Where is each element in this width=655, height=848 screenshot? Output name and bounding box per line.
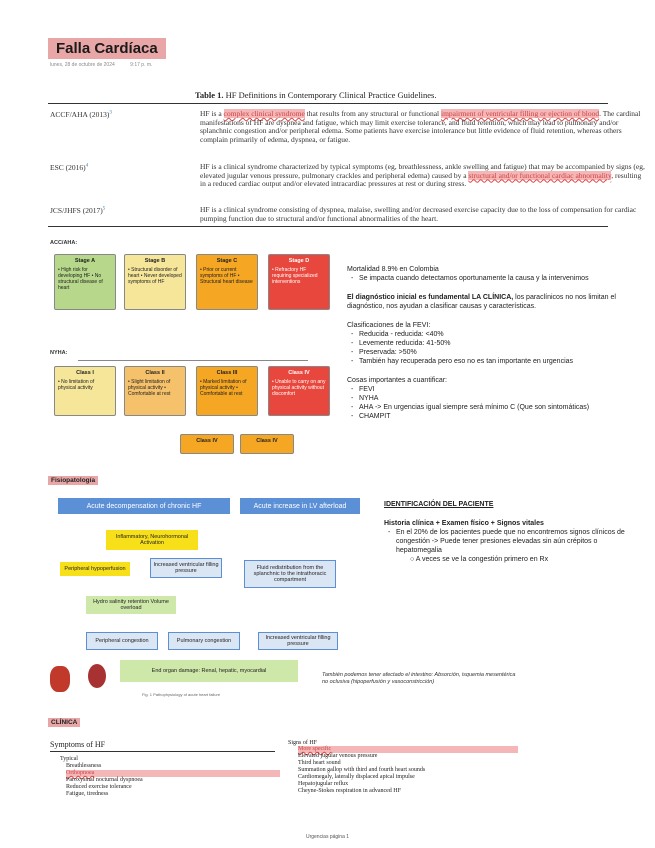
stage-d-box: Stage D• Refractory HF requiring special… xyxy=(268,254,330,310)
page-meta: lunes, 28 de octubre de 2024 9:17 p. m. xyxy=(50,62,166,68)
diag-text: El diagnóstico inicial es fundamental LA… xyxy=(347,294,616,310)
class-1-box: Class I• No limitation of physical activ… xyxy=(54,366,116,416)
list-item: En el 20% de los pacientes puede que no … xyxy=(384,528,644,555)
ident-sub: ○ A veces se ve la congestión primero en… xyxy=(410,556,549,563)
table-row-label-esc: ESC (2016)4 xyxy=(50,163,89,172)
class-4b-box: Class IV xyxy=(240,434,294,454)
patient-identification: IDENTIFICACIÓN DEL PACIENTE Historia clí… xyxy=(384,500,644,564)
symptoms-title: Symptoms of HF xyxy=(50,740,106,749)
intestine-note: También podemos tener afectado el intest… xyxy=(322,672,516,685)
nyha-connector xyxy=(78,360,308,361)
clinica-tag: CLÍNICA xyxy=(48,718,81,727)
pulmonary-congestion-box: Pulmonary congestion xyxy=(168,632,240,650)
table-row-label-accf: ACCF/AHA (2013)3 xyxy=(50,110,112,119)
symptoms-rule xyxy=(50,751,275,752)
mortality-sub: Se impacta cuando detectamos oportunamen… xyxy=(347,274,647,283)
table-row-text-esc: HF is a clinical syndrome characterized … xyxy=(200,162,645,188)
class-3-box: Class III• Marked limitation of physical… xyxy=(196,366,258,416)
signs-list: More specific Elevated jugular venous pr… xyxy=(288,746,518,795)
list-item: AHA -> En urgencias igual siempre será m… xyxy=(347,403,647,412)
notes-classification: Mortalidad 8.9% en Colombia Se impacta c… xyxy=(347,265,647,421)
table-top-rule xyxy=(48,103,608,104)
increased-filling-box: Increased ventricular filling pressure xyxy=(258,632,338,650)
list-item: Reducida - reducida: <40% xyxy=(347,330,647,339)
table-row-label-jcs: JCS/JHFS (2017)5 xyxy=(50,206,106,215)
page-time: 9:17 p. m. xyxy=(130,62,153,68)
acc-aha-label: ACC/AHA: xyxy=(50,240,78,246)
list-item: FEVI xyxy=(347,385,647,394)
stage-b-box: Stage B• Structural disorder of heart • … xyxy=(124,254,186,310)
acute-decomp-header: Acute decompensation of chronic HF xyxy=(58,498,230,514)
class-2-box: Class II• Slight limitation of physical … xyxy=(124,366,186,416)
heart-image xyxy=(88,664,106,688)
ident-bold: Historia clínica + Examen físico + Signo… xyxy=(384,520,544,527)
figure-caption: Fig. 1 Pathophysiology of acute heart fa… xyxy=(142,692,221,697)
end-organ-box: End organ damage: Renal, hepatic, myocar… xyxy=(120,660,298,682)
table-title-label: Table 1. xyxy=(195,90,224,100)
hydro-salinity-box: Hydro salinity retention Volume overload xyxy=(86,596,176,614)
staging-figure: ACC/AHA: Stage A• High risk for developi… xyxy=(48,238,338,458)
class-4a-box: Class IV xyxy=(180,434,234,454)
table-title-text: HF Definitions in Contemporary Clinical … xyxy=(223,90,437,100)
pathophysiology-diagram: Acute decompensation of chronic HF Acute… xyxy=(48,496,370,706)
table-row-text-jcs: HF is a clinical syndrome consisting of … xyxy=(200,205,637,223)
stage-a-box: Stage A• High risk for developing HF • N… xyxy=(54,254,116,310)
signs-block: Signs of HF More specific Elevated jugul… xyxy=(288,740,518,795)
list-item: También hay recuperada pero eso no es ta… xyxy=(347,357,647,366)
list-item: Preservada: >50% xyxy=(347,348,647,357)
page-footer: Urgencias página 1 xyxy=(305,834,350,840)
table-bottom-rule xyxy=(48,226,608,227)
peripheral-congestion-box: Peripheral congestion xyxy=(86,632,158,650)
symptoms-block: Symptoms of HF Typical Breathlessness Or… xyxy=(50,740,280,798)
list-item: Levemente reducida: 41-50% xyxy=(347,339,647,348)
mortality-text: Mortalidad 8.9% en Colombia xyxy=(347,266,439,273)
table-title: Table 1. HF Definitions in Contemporary … xyxy=(195,90,436,100)
list-item: NYHA xyxy=(347,394,647,403)
fluid-redistribution-box: Fluid redistribution from the splanchnic… xyxy=(244,560,336,588)
ventricular-filling-box: Increased ventricular filling pressure xyxy=(150,558,222,578)
peripheral-hypoperfusion-box: Peripheral hypoperfusion xyxy=(60,562,130,576)
table-row-text-accf: HF is a complex clinical syndrome that r… xyxy=(200,109,641,144)
class-4-box: Class IV• Unable to carry on any physica… xyxy=(268,366,330,416)
organ-image xyxy=(50,666,70,692)
page-date: lunes, 28 de octubre de 2024 xyxy=(50,62,115,68)
stage-c-box: Stage C• Prior or current symptoms of HF… xyxy=(196,254,258,310)
fisio-tag: Fisiopatología xyxy=(48,476,99,485)
symptoms-list: Typical Breathlessness Orthopnoea Paroxy… xyxy=(50,756,280,798)
signs-title: Signs of HF xyxy=(288,740,318,746)
list-item: CHAMPIT xyxy=(347,412,647,421)
nyha-label: NYHA: xyxy=(50,350,68,356)
ident-title: IDENTIFICACIÓN DEL PACIENTE xyxy=(384,501,494,508)
inflammatory-box: Inflammatory, Neurohormonal Activation xyxy=(106,530,198,550)
quant-title: Cosas importantes a cuantificar: xyxy=(347,377,447,384)
page-title: Falla Cardíaca xyxy=(48,38,166,59)
afterload-header: Acute increase in LV afterload xyxy=(240,498,360,514)
fevi-title: Clasificaciones de la FEVI: xyxy=(347,322,431,329)
